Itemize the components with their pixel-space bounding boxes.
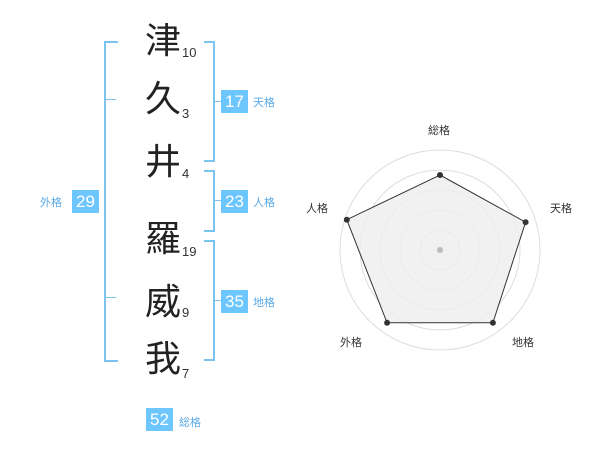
tenkaku-label: 天格 [253, 96, 275, 109]
stroke-count: 3 [182, 106, 190, 121]
radar-point-2 [489, 319, 496, 326]
radar-label-gaikaku: 外格 [340, 336, 362, 349]
soukaku-label: 総格 [179, 416, 201, 429]
name-character: 羅 [144, 219, 181, 260]
bracket-tick [104, 297, 116, 298]
chikaku-value: 35 [221, 290, 248, 313]
radar-label-jinkaku: 人格 [306, 202, 328, 215]
bracket-connector [213, 200, 221, 201]
name-character: 久 [144, 79, 181, 120]
jinkaku-label: 人格 [253, 196, 275, 209]
bracket-connector [213, 300, 221, 301]
radar-point-0 [437, 172, 443, 178]
name-character: 我 [144, 339, 181, 380]
radar-label-soukaku: 総格 [428, 124, 450, 137]
jinkaku-bracket [204, 170, 215, 232]
radar-points [343, 172, 529, 326]
stroke-count: 4 [182, 166, 190, 181]
radar-center-dot [437, 247, 443, 253]
name-character: 威 [144, 282, 181, 323]
radar-point-3 [384, 319, 391, 326]
radar-point-4 [343, 216, 350, 223]
radar-label-chikaku: 地格 [512, 336, 534, 349]
radar-point-1 [522, 219, 529, 226]
radar-polygon [346, 174, 527, 324]
name-character: 津 [144, 21, 181, 62]
name-character: 井 [144, 142, 181, 183]
jinkaku-value: 23 [221, 190, 248, 213]
soukaku-value: 52 [146, 408, 173, 431]
radar-grid-ring [339, 149, 541, 351]
stroke-count: 10 [182, 45, 197, 60]
radar-label-tenkaku: 天格 [550, 202, 572, 215]
bracket-connector [213, 101, 221, 102]
stroke-count: 9 [182, 305, 190, 320]
bracket-tick [104, 99, 116, 100]
chikaku-label: 地格 [253, 296, 275, 309]
gaikaku-value: 29 [72, 190, 99, 213]
gaikaku-bracket [104, 41, 118, 362]
stroke-count: 7 [182, 366, 190, 381]
tenkaku-value: 17 [221, 90, 248, 113]
gaikaku-label: 外格 [40, 196, 62, 209]
stroke-count: 19 [182, 244, 197, 259]
